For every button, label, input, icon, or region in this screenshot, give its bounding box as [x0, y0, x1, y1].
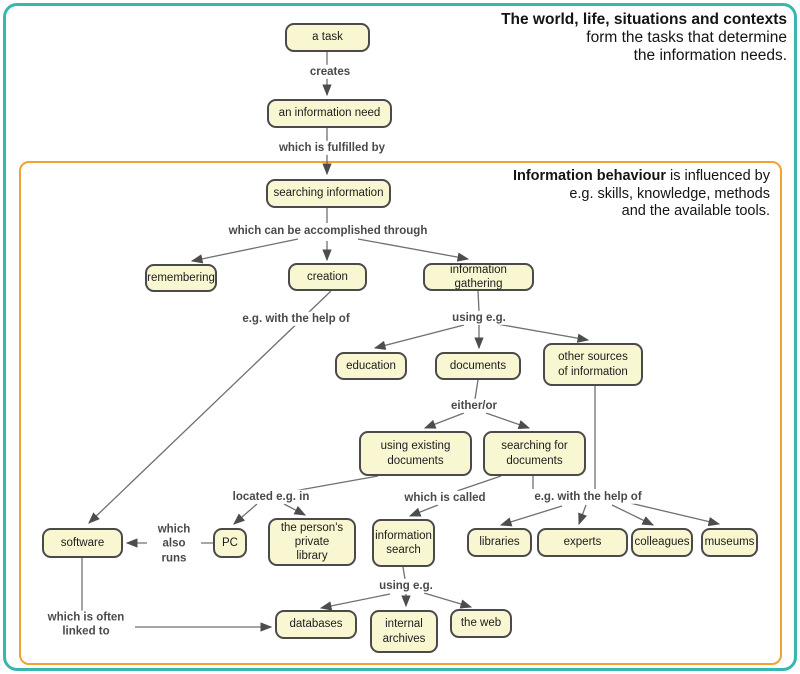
node-an-information-need: an information need	[267, 99, 392, 128]
node-information-search: information search	[372, 519, 435, 567]
annotation-world-tasks-line1: The world, life, situations and contexts	[501, 11, 787, 28]
node-libraries: libraries	[467, 528, 532, 557]
edge-label-eg-with-the-help-of-upper: e.g. with the help of	[239, 311, 353, 327]
outer-teal-frame	[3, 3, 797, 671]
node-the-web: the web	[450, 609, 512, 638]
annotation-world-tasks: The world, life, situations and contexts…	[501, 11, 787, 65]
node-creation: creation	[288, 263, 367, 291]
node-private-library: the person's private library	[268, 518, 356, 566]
edge-label-which-also-runs: which also runs	[147, 522, 201, 566]
annotation-world-tasks-line3: the information needs.	[633, 47, 787, 65]
annotation-information-behaviour-line1: Information behaviour is influenced by	[512, 168, 770, 184]
node-searching-for-documents: searching for documents	[483, 431, 586, 476]
edge-label-which-can-be-accomplished-through: which can be accomplished through	[225, 223, 431, 239]
node-searching-information: searching information	[266, 179, 391, 208]
node-a-task: a task	[285, 23, 370, 52]
node-information-gathering: information gathering	[423, 263, 534, 291]
edge-label-which-is-called: which is called	[401, 490, 489, 506]
node-museums: museums	[701, 528, 758, 557]
edge-label-located-eg-in: located e.g. in	[229, 489, 313, 505]
node-other-sources: other sources of information	[543, 343, 643, 386]
edge-label-using-eg-upper: using e.g.	[449, 310, 509, 326]
node-pc: PC	[213, 528, 247, 558]
node-using-existing-documents: using existing documents	[359, 431, 472, 476]
node-remembering: remembering	[145, 264, 217, 292]
edge-label-which-is-often-linked-to: which is often linked to	[37, 610, 135, 640]
node-experts: experts	[537, 528, 628, 557]
node-education: education	[335, 352, 407, 380]
node-documents: documents	[435, 352, 521, 380]
node-software: software	[42, 528, 123, 558]
annotation-world-tasks-line2: form the tasks that determine	[586, 29, 787, 47]
edge-label-which-is-fulfilled-by: which is fulfilled by	[275, 140, 389, 156]
annotation-information-behaviour: Information behaviour is influenced by e…	[513, 168, 770, 221]
annotation-information-behaviour-line3: and the available tools.	[621, 203, 770, 220]
node-colleagues: colleagues	[631, 528, 693, 557]
node-databases: databases	[275, 610, 357, 639]
edge-label-either-or: either/or	[447, 398, 501, 414]
edge-label-using-eg-lower: using e.g.	[376, 578, 436, 594]
edge-label-eg-with-the-help-of-lower: e.g. with the help of	[531, 489, 645, 505]
information-behaviour-frame	[19, 161, 782, 665]
node-internal-archives: internal archives	[370, 610, 438, 653]
edge-label-creates: creates	[306, 64, 354, 80]
annotation-information-behaviour-line2: e.g. skills, knowledge, methods	[569, 185, 770, 202]
